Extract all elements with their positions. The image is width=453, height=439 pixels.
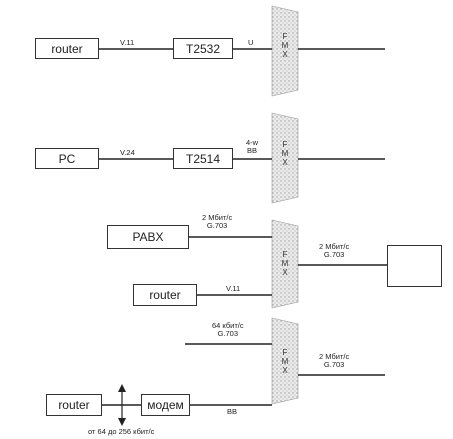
row3-pabx-rate-label: 2 Мбит/с G.703 (202, 214, 232, 230)
fmx-letter-x: X (282, 268, 288, 277)
row3-router-link-label: V.11 (226, 284, 241, 293)
t2514-box: T2514 (173, 148, 233, 169)
row4-out-rate-label: 2 Мбит/с G.703 (319, 353, 349, 369)
fmx-letter-x: X (282, 158, 288, 167)
switch-box (387, 245, 442, 287)
fmx-letter-x: X (282, 50, 288, 59)
router-box: router (35, 38, 99, 59)
fmx-letter-f: F (282, 32, 288, 41)
router-box: router (46, 394, 102, 416)
fmx-letter-m: M (281, 357, 289, 366)
row2-port-label-line2: BB (247, 146, 258, 155)
row3-pabx-iface: G.703 (206, 221, 228, 230)
row4-out-iface: G.703 (323, 360, 345, 369)
row3-out-rate: 2 Мбит/с (319, 242, 350, 251)
double-arrow-icon (118, 384, 126, 426)
fmx-label-3: F M X (280, 250, 290, 277)
row1-port-label: U (248, 38, 254, 47)
row4-in-rate-label: 64 кбит/с G.703 (212, 322, 244, 338)
fmx-letter-x: X (282, 366, 288, 375)
fmx-letter-m: M (281, 259, 289, 268)
fmx-letter-f: F (282, 250, 288, 259)
fmx-unit-3 (271, 219, 299, 309)
fmx-unit-2 (271, 112, 299, 204)
row3-out-iface: G.703 (323, 250, 345, 259)
row2-link-label: V.24 (120, 148, 135, 157)
row4-modem-link-label: BB (227, 407, 238, 416)
fmx-label-4: F M X (280, 348, 290, 375)
pabx-box: PABX (107, 225, 189, 249)
fmx-letter-f: F (282, 348, 288, 357)
fmx-label-2: F M X (280, 140, 290, 167)
router-box: router (133, 284, 197, 306)
row2-port-label-line1: 4-w (246, 138, 259, 147)
row1-link-label: V.11 (120, 38, 135, 47)
fmx-label-1: F M X (280, 32, 290, 59)
fmx-letter-m: M (281, 149, 289, 158)
fmx-unit-4 (271, 317, 299, 405)
pc-box: PC (35, 148, 99, 169)
speed-range-label: от 64 до 256 кбит/с (88, 427, 155, 436)
modem-box: модем (141, 394, 190, 416)
row4-out-rate: 2 Мбит/с (319, 352, 350, 361)
fmx-unit-1 (271, 5, 299, 97)
row3-out-rate-label: 2 Мбит/с G.703 (319, 243, 349, 259)
row4-in-iface: G.703 (217, 329, 239, 338)
fmx-letter-m: M (281, 41, 289, 50)
t2532-box: T2532 (173, 38, 233, 59)
fmx-letter-f: F (282, 140, 288, 149)
row3-pabx-rate: 2 Мбит/с (202, 213, 233, 222)
row2-port-label: 4-w BB (246, 139, 258, 155)
row4-in-rate: 64 кбит/с (212, 321, 244, 330)
